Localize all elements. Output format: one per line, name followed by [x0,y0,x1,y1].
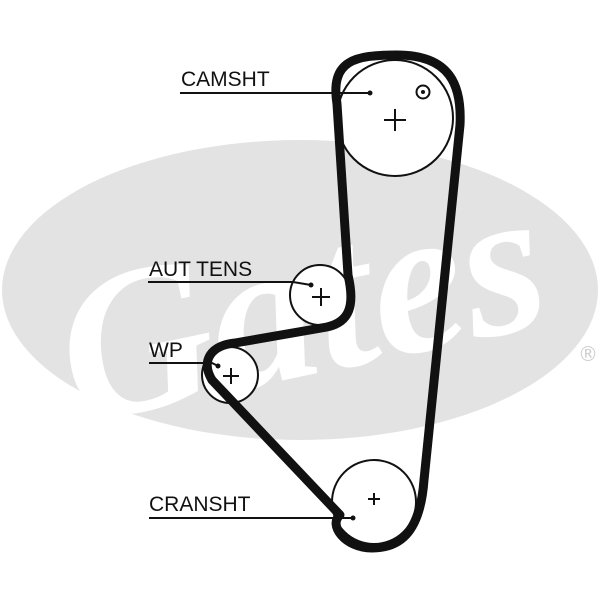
water-pump-center-cross [223,368,239,384]
water-pump-label: WP [149,339,183,362]
camshaft-timing-mark [415,84,431,100]
crankshaft-center-cross [368,493,380,505]
camshaft-label: CAMSHT [181,68,270,91]
tensioner-leader [148,281,312,286]
crankshaft-label: CRANSHT [149,493,251,516]
labels: CAMSHT AUT TENS WP CRANSHT [149,68,270,516]
leader-dots [215,90,373,521]
watermark-registered-mark: ® [578,342,598,366]
tensioner-label: AUT TENS [149,258,252,281]
pulley-centers [223,109,406,505]
timing-belt [202,50,465,553]
tensioner-center-cross [312,288,330,306]
camshaft-center-cross [384,109,406,131]
